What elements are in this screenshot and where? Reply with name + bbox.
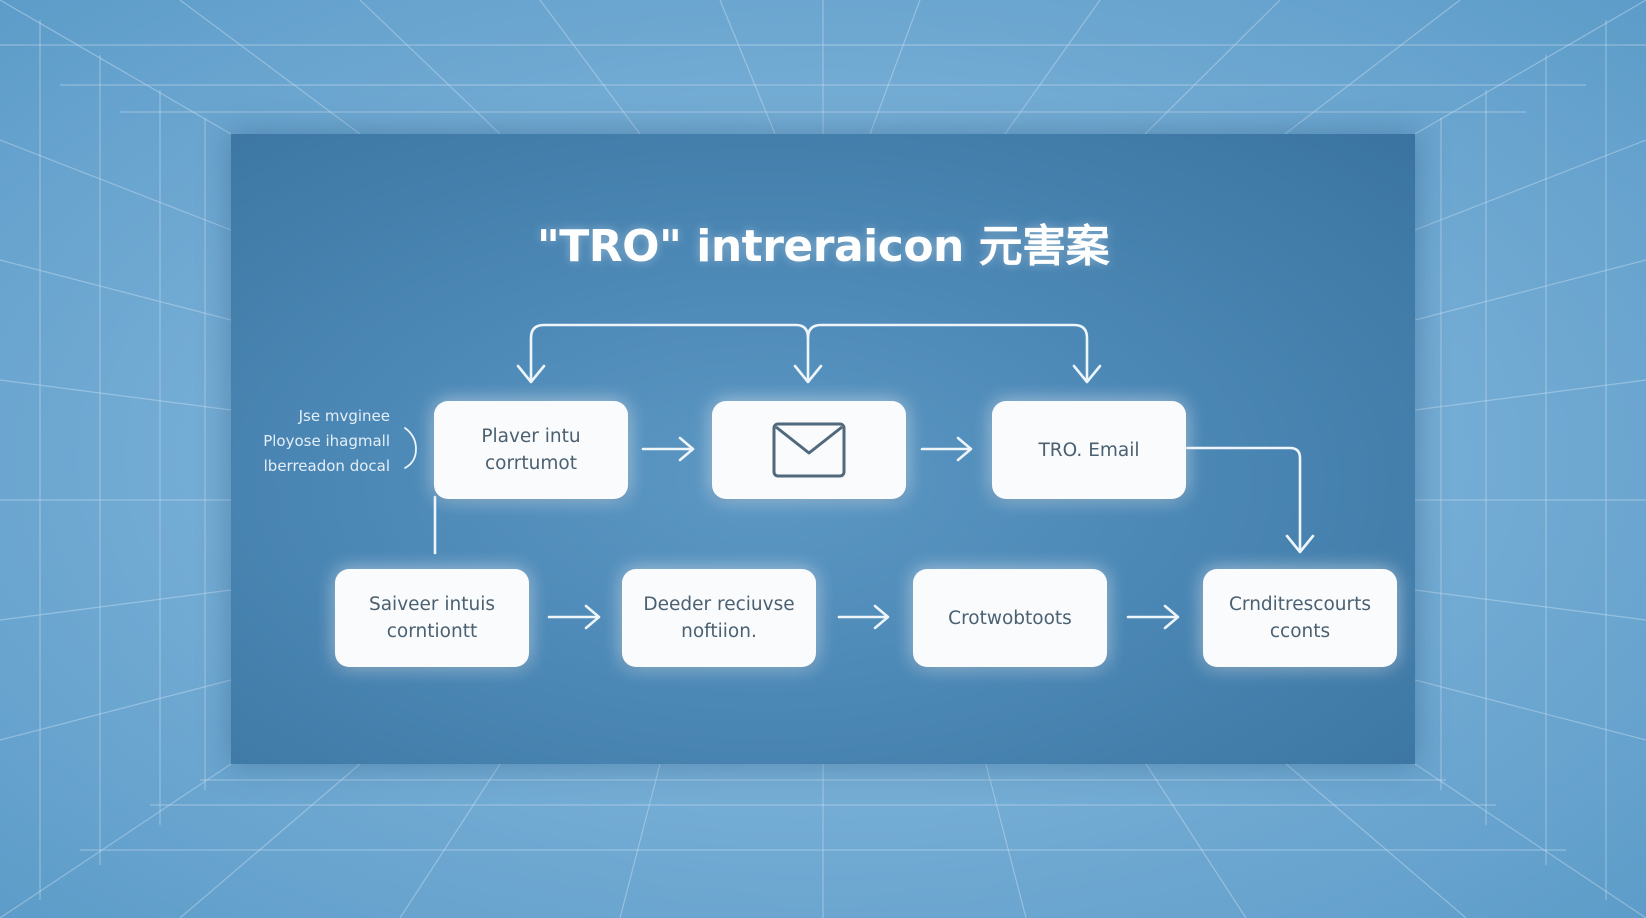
node-server-initial: Saiveer intuis corntiontt <box>335 569 529 667</box>
email-to-creditors-connector <box>1185 446 1302 552</box>
node-email <box>712 401 906 499</box>
diagram-title: "TRO" intreraicon 元害案 <box>536 221 1110 272</box>
envelope-icon <box>772 422 846 478</box>
node-label: Crotwobtoots <box>948 607 1072 629</box>
node-player-intro: Plaver intu corrtumot <box>434 401 628 499</box>
side-bracket <box>404 427 417 469</box>
node-label: TRO. Email <box>1038 439 1140 461</box>
arrow-down-icon <box>1072 364 1102 384</box>
side-annotation: Jse mvginee Ployose ihagmall lberreadon … <box>263 407 390 475</box>
node-decider: Deeder reciuvse noftiion. <box>622 569 816 667</box>
node-tro-email: TRO. Email <box>992 401 1186 499</box>
arrow-down-icon <box>793 364 823 384</box>
node-label: Deeder reciuvse noftiion. <box>643 594 795 642</box>
arrow-down-icon <box>516 364 546 384</box>
top-loop-connector <box>529 323 810 382</box>
arrow-down-icon <box>1285 534 1315 554</box>
top-loop-connector-right <box>806 323 1089 382</box>
node-crotwobtoots: Crotwobtoots <box>913 569 1107 667</box>
node-label: Plaver intu corrtumot <box>481 426 581 474</box>
node-label: Crnditrescourts cconts <box>1229 594 1371 642</box>
node-creditors: Crnditrescourts cconts <box>1203 569 1397 667</box>
node-label: Saiveer intuis corntiontt <box>368 594 496 642</box>
